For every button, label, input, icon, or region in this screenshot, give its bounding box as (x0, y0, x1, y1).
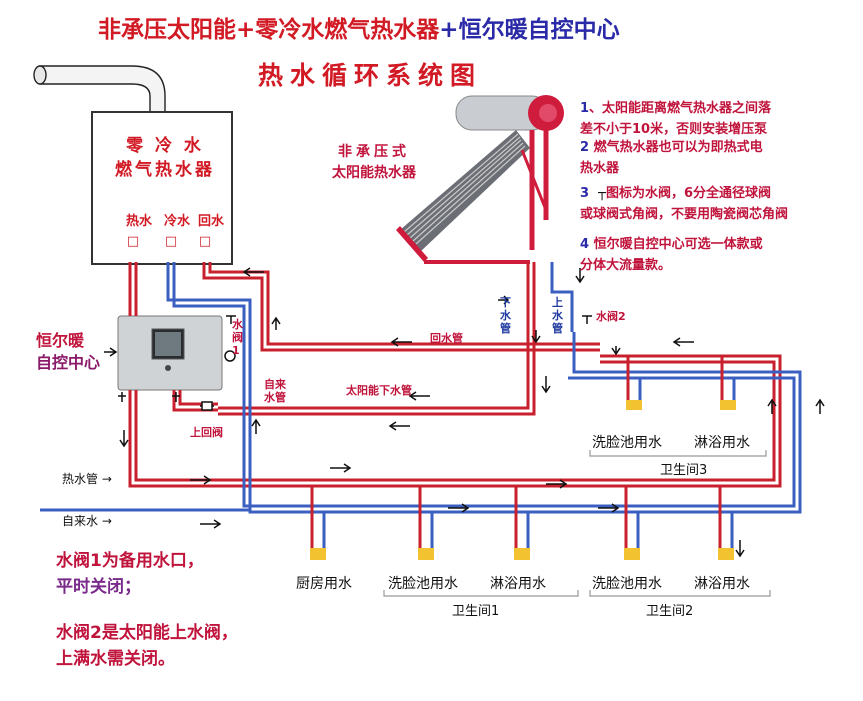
fixture-bath3-sink: 洗脸池用水 (592, 435, 662, 451)
label-solar-down: 太阳能下水管 (346, 384, 412, 397)
main-title: 非承压太阳能+零冷水燃气热水器+恒尔暖自控中心 (98, 17, 620, 43)
fixture-bath2-shower: 淋浴用水 (694, 576, 750, 592)
label-down-pipe: 下水管 (500, 296, 511, 335)
fixture-bath1-sink: 洗脸池用水 (388, 576, 458, 592)
fixture-bath1-shower: 淋浴用水 (490, 576, 546, 592)
bath2-name: 卫生间2 (646, 604, 694, 619)
fixture-kitchen: 厨房用水 (296, 576, 352, 592)
pipe-hot-main (128, 262, 782, 488)
bath3-taps (626, 356, 736, 410)
label-valve1: 水阀1 (232, 318, 243, 357)
label-supply-pipe: 自来水管 (264, 378, 286, 404)
flue-pipe (33, 65, 166, 113)
note-4: 4 恒尔暖自控中心可选一体款或 分体大流量款。 (580, 237, 763, 273)
bottom-taps (310, 486, 734, 560)
bath3-name: 卫生间3 (660, 463, 708, 478)
fixture-bath3-shower: 淋浴用水 (694, 435, 750, 451)
fixture-bath2-sink: 洗脸池用水 (592, 576, 662, 592)
label-tap-water: 自来水 → (62, 514, 112, 528)
bath1-name: 卫生间1 (452, 604, 500, 619)
note-1: 1、太阳能距离燃气热水器之间落 差不小于10米，否则安装增压泵 (580, 101, 772, 137)
flow-arrows (119, 267, 825, 558)
controller-label: 恒尔暖 自控中心 (36, 331, 101, 372)
label-up-pipe: 上水管 (552, 296, 563, 335)
gas-heater-box (91, 111, 233, 265)
solar-label: 非承压式 太阳能热水器 (332, 144, 416, 181)
label-valve2: 水阀2 (596, 310, 626, 323)
label-upper-return-valve: 上回阀 (190, 426, 223, 439)
bath-braces (383, 450, 771, 597)
valve-symbols (118, 315, 592, 411)
label-return-pipe: 回水管 (430, 332, 463, 345)
port-hot: 热水 □ (126, 214, 153, 249)
controller-box (117, 315, 223, 391)
bottom-note-valve2: 水阀2是太阳能上水阀， 上满水需关闭。 (56, 623, 238, 669)
port-return: 回水 □ (198, 214, 225, 249)
note-3: 3 ┬图标为水阀，6分全通径球阀 或球阀式角阀，不要用陶瓷阀芯角阀 (580, 186, 789, 222)
solar-heater (396, 95, 564, 264)
pipe-cold-main (40, 262, 802, 514)
pipe-solar-up (550, 262, 574, 332)
pipe-return (202, 262, 600, 352)
port-cold: 冷水 □ (164, 214, 191, 249)
subtitle: 热水循环系统图 (258, 61, 483, 90)
pipe-solar-down (218, 262, 536, 416)
heater-label: 零 冷 水 燃气热水器 (115, 136, 215, 180)
controller-pointer (104, 347, 118, 357)
valve-legend-icon: ┬ (598, 186, 606, 201)
note-2: 2 燃气热水器也可以为即热式电 热水器 (580, 140, 763, 176)
bottom-note-valve1: 水阀1为备用水口， 平时关闭； (56, 551, 204, 597)
label-hot-water-pipe: 热水管 → (62, 472, 112, 486)
